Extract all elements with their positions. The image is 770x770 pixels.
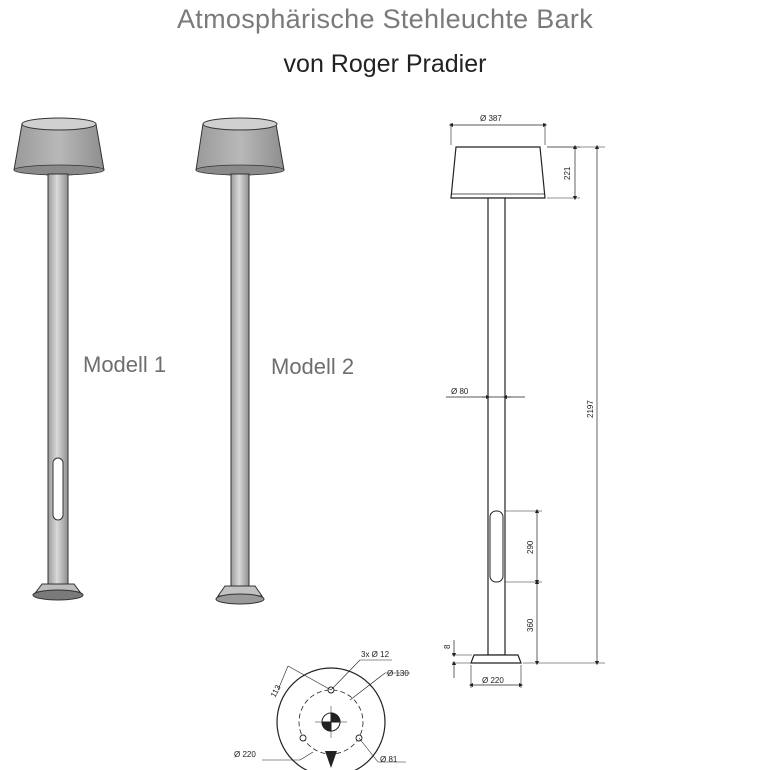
base-plan-drawing: [262, 659, 410, 770]
model-1-lamp: [13, 117, 105, 601]
dim-outer-diameter: Ø 220: [234, 750, 256, 759]
model-1-label: Modell 1: [83, 352, 167, 377]
dim-slot-offset: 360: [526, 618, 535, 632]
model-2-pole: [230, 173, 250, 587]
model-1-pole: [47, 173, 69, 585]
dim-shade-height: 221: [563, 166, 572, 180]
dim-shade-diameter: Ø 387: [480, 114, 502, 123]
page-subtitle: von Roger Pradier: [283, 50, 487, 78]
dim-total-height: 2197: [586, 400, 595, 418]
dim-holes: 3x Ø 12: [361, 650, 390, 659]
side-view-shade: [450, 146, 546, 199]
model-2-base: [217, 585, 263, 597]
base-notch: [325, 751, 337, 768]
bolt-hole-2: [299, 734, 307, 742]
side-view-base: [470, 654, 522, 664]
side-view-drawing: [446, 122, 605, 688]
center-mark: [330, 712, 341, 723]
dim-slot-height: 290: [526, 540, 535, 554]
model-2-label: Modell 2: [271, 354, 355, 379]
model-2-lamp: [195, 117, 285, 605]
dim-base-thickness: 8: [443, 644, 452, 649]
dim-bolt-circle: Ø 130: [387, 669, 409, 678]
model-1-slot: [52, 457, 64, 521]
side-view-pole: [487, 197, 506, 656]
dim-offset: 113: [269, 683, 283, 699]
dim-base-diameter: Ø 220: [482, 676, 504, 685]
side-view-slot: [489, 510, 504, 583]
base-outer-circle: [276, 667, 386, 770]
page-title: Atmosphärische Stehleuchte Bark: [176, 4, 593, 34]
dim-inner-diameter: Ø 81: [380, 755, 398, 764]
dim-pole-diameter: Ø 80: [451, 387, 469, 396]
